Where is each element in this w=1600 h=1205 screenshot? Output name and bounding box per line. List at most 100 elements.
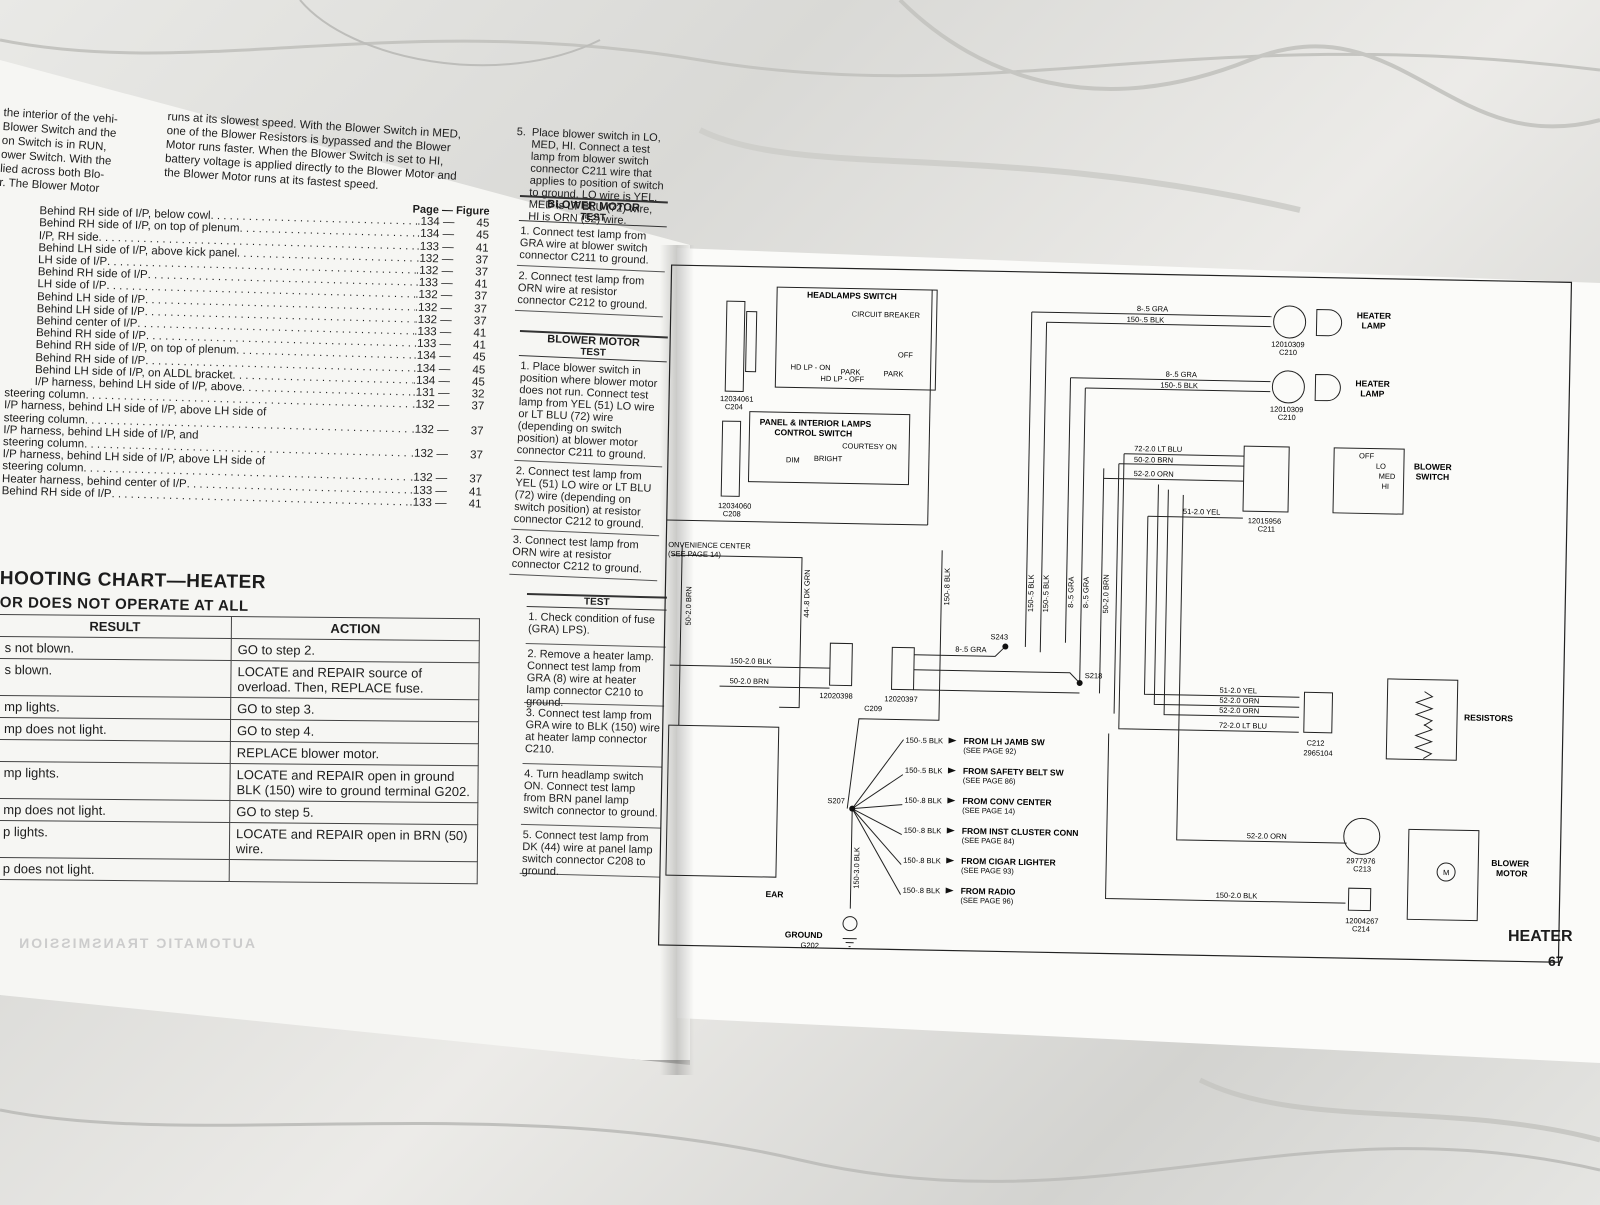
step-number: 3. (525, 707, 536, 720)
left-page (0, 60, 690, 1060)
location-figure (462, 412, 484, 425)
step-item: 2. Remove a heater lamp. Connect test la… (524, 643, 666, 709)
ground-ref-page: (SEE PAGE 96) (960, 896, 1013, 906)
result-cell: mp lights. (0, 761, 231, 801)
ground-ref-arrow-icon (947, 767, 956, 774)
wire-150-3-blk-label: 150-3.0 BLK (852, 847, 862, 889)
location-figure: 37 (473, 302, 488, 316)
headlamps-switch-label: HEADLAMPS SWITCH (807, 290, 897, 302)
motor-part-1: 2977976 (1346, 856, 1375, 866)
blower-switch-part: 12015956 (1248, 516, 1282, 526)
ground-ref-source: FROM RADIO (961, 886, 1016, 897)
location-figure: 37 (469, 449, 483, 462)
page-number: 67 (1548, 953, 1564, 969)
table-row: p lights.LOCATE and REPAIR open in BRN (… (0, 820, 478, 862)
s243-dot (1002, 643, 1009, 650)
result-cell: mp lights. (0, 695, 231, 720)
wire-52-orn-switch (1103, 477, 1244, 482)
wire-lamp1-blk (1046, 321, 1272, 328)
book-gutter (660, 245, 694, 1075)
location-figure: 41 (468, 485, 482, 499)
c204-part-number: 12034061 (720, 394, 754, 404)
ground-ref-wire: 150-.5 BLK (905, 736, 943, 746)
step-item: 2. Connect test lamp from YEL (51) LO wi… (511, 460, 663, 537)
action-cell (229, 859, 478, 884)
trunk-wire-3 (1064, 377, 1072, 643)
step-text: Place blower switch in position where bl… (516, 360, 658, 462)
step-item: 3. Connect test lamp from ORN wire at re… (509, 529, 660, 582)
test-steps: 1. Place blower switch in position where… (509, 355, 667, 582)
switch-wire-72: 72-2.0 LT BLU (1134, 444, 1182, 454)
wire-150-8-blk (846, 550, 943, 809)
wire-lamp2-blk (1085, 387, 1271, 393)
diagram-divider (927, 290, 933, 526)
step-number: 1. (520, 360, 530, 373)
ground-label: GROUND (785, 929, 823, 940)
troubleshooting-table: RESULT ACTION s not blown.GO to step 2.s… (0, 614, 480, 884)
ground-symbol (842, 937, 857, 948)
result-cell: p lights. (0, 820, 230, 860)
s207-label: S207 (827, 796, 845, 805)
location-figure: 41 (474, 278, 488, 291)
step-item: 1. Check condition of fuse (GRA) LPS). (525, 606, 667, 648)
motor-conn-2: C214 (1352, 924, 1370, 933)
g202-label: G202 (800, 941, 819, 950)
ground-ref-wire: 150-.5 BLK (905, 766, 943, 776)
headlamps-switch-box (774, 286, 938, 391)
page-column-header: Page (412, 203, 440, 217)
ground-ref-source: FROM LH JAMB SW (963, 736, 1045, 748)
step-item: 5. Connect test lamp from DK (44) wire a… (519, 824, 661, 878)
resistor-zigzag-1 (1414, 691, 1434, 727)
open-manual (0, 60, 1600, 1120)
wire-44-dk-grn-label: 44-.8 DK GRN (802, 569, 812, 618)
c208-part-number: 12034060 (718, 501, 752, 511)
step-number: 1. (520, 225, 530, 238)
c204-label: C204 (725, 402, 743, 411)
action-header: ACTION (231, 616, 480, 641)
step-item: 1. Place blower switch in position where… (514, 355, 667, 468)
lamp1-blk-label: 150-.5 BLK (1127, 315, 1165, 325)
figure-column-header: Figure (455, 204, 490, 218)
step-number: 3. (512, 533, 523, 547)
location-figure: 45 (476, 229, 490, 243)
c209-left-part: 12020398 (819, 691, 853, 701)
step-number: 4. (524, 767, 534, 781)
c204-connector-pins (745, 311, 758, 373)
action-cell: LOCATE and REPAIR source of overload. Th… (230, 660, 480, 700)
blower-motor-test-2: BLOWER MOTOR TEST 1. Place blower switch… (509, 330, 668, 582)
lamp1-conn: C210 (1279, 348, 1297, 357)
blower-motor-connector-c213 (1343, 817, 1381, 855)
switch-wire-50: 50-2.0 BRN (1134, 455, 1173, 465)
blower-switch-label: BLOWER (1414, 461, 1452, 472)
troubleshooting-chart-title: HOOTING CHART—HEATER (0, 568, 267, 594)
ground-ref-page: (SEE PAGE 93) (961, 866, 1014, 876)
step-number: 2. (518, 270, 528, 283)
location-figure: 37 (474, 290, 488, 304)
panel-lamps-switch-box (747, 411, 911, 486)
location-figure: 45 (472, 351, 486, 365)
panel-switch-title-2: CONTROL SWITCH (774, 427, 852, 438)
s207-splice (849, 739, 904, 909)
troubleshooting-table-wrap: RESULT ACTION s not blown.GO to step 2.s… (0, 614, 480, 884)
resistor-block (1385, 678, 1459, 761)
section-title-footer: HEATER (1508, 928, 1573, 945)
wire-50-brn-vertical (678, 545, 683, 726)
wire-8-gra-c209 (914, 646, 1006, 657)
location-figure: 41 (473, 327, 487, 340)
step-text: Connect test lamp from DK (44) wire at p… (521, 829, 653, 878)
blower-motor-label-2: MOTOR (1496, 868, 1528, 879)
wire-51-yel-resistor (1143, 516, 1300, 698)
location-figure: 37 (473, 315, 487, 328)
table-row: mp lights.LOCATE and REPAIR open in grou… (0, 761, 479, 803)
motor-symbol-m: M (1443, 868, 1449, 877)
step-text: Connect test lamp from GRA wire at blowe… (519, 225, 649, 267)
ground-ref-page: (SEE PAGE 84) (962, 836, 1015, 846)
ground-ref-source: FROM CONV CENTER (962, 796, 1051, 808)
location-figure: 37 (471, 400, 485, 413)
wire-52-orn-resistor-2 (1163, 489, 1300, 718)
park-label: PARK (841, 367, 861, 376)
table-row: p does not light. (0, 857, 478, 884)
s243-label: S243 (990, 632, 1008, 641)
resistors-label: RESISTORS (1464, 712, 1513, 723)
header-dash: — (441, 204, 454, 217)
